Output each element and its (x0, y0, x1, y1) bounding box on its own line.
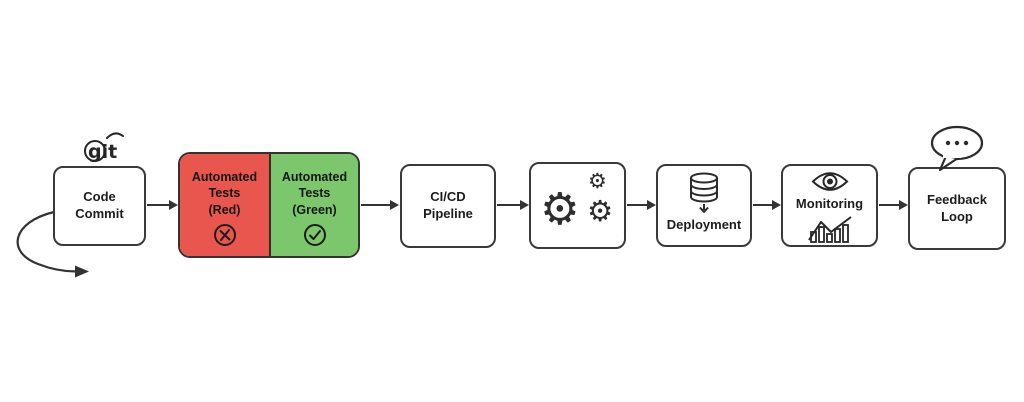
node-code-commit: Code Commit (53, 166, 146, 246)
node-monitoring: Monitoring (781, 164, 878, 247)
flow-arrow-deployment-to-monitoring (753, 200, 781, 210)
node-cicd-pipeline: CI/CD Pipeline (400, 164, 496, 248)
database-icon (690, 172, 718, 213)
tests-red-panel: Automated Tests (Red) (180, 154, 269, 256)
git-icon: git (76, 129, 132, 170)
tests-green-panel: Automated Tests (Green) (269, 154, 358, 256)
feedback-loop-label: Feedback Loop (927, 191, 987, 224)
node-build-gears: ⚙ ⚙ ⚙ (529, 162, 626, 249)
node-automated-tests: Automated Tests (Red) Automated Tests (G… (178, 152, 360, 258)
monitoring-label: Monitoring (795, 196, 864, 212)
cicd-pipeline-label: CI/CD Pipeline (423, 189, 473, 221)
loop-back-arrow (6, 198, 98, 287)
deployment-label: Deployment (666, 217, 742, 232)
flow-arrow-cicd-to-build (497, 200, 529, 210)
git-label: git (88, 141, 117, 163)
flow-arrow-monitoring-to-feedback (879, 200, 908, 210)
eye-icon (811, 172, 848, 191)
flow-arrow-commit-to-tests (147, 200, 178, 210)
code-commit-label: Code Commit (75, 189, 124, 221)
node-deployment: Deployment (656, 164, 752, 247)
check-circle-icon (303, 223, 326, 246)
flow-arrow-build-to-deployment (627, 200, 656, 210)
node-feedback-loop: Feedback Loop (908, 125, 1006, 250)
tests-green-label: Automated Tests (Green) (281, 170, 348, 217)
gear-icon: ⚙ (540, 184, 580, 235)
speech-bubble-icon (928, 124, 986, 179)
tests-red-label: Automated Tests (Red) (191, 170, 258, 217)
gear-icon: ⚙ (587, 194, 613, 228)
chart-icon (807, 216, 852, 243)
flow-arrow-tests-to-cicd (361, 200, 399, 210)
x-circle-icon (213, 223, 236, 246)
gear-icon: ⚙ (588, 169, 607, 193)
